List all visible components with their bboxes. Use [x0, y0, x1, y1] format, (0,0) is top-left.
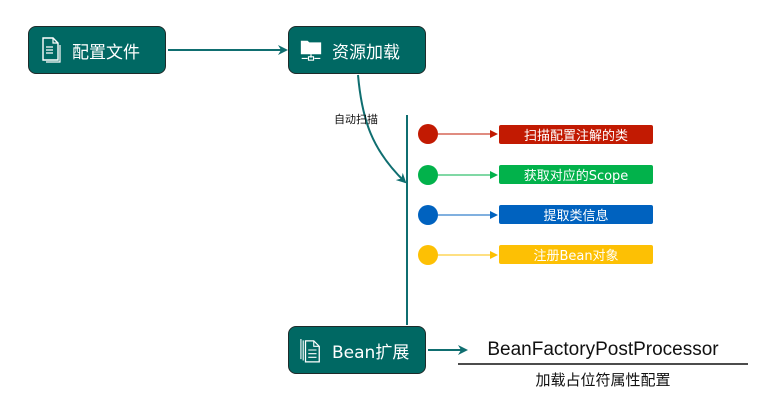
edge-auto-scan	[357, 74, 407, 184]
processor-title: BeanFactoryPostProcessor	[487, 339, 719, 360]
step-scan-annotated-classes: 扫描配置注解的类	[499, 125, 653, 144]
documents-icon	[300, 336, 322, 364]
step-dot	[418, 245, 438, 265]
node-bean-extension[interactable]: Bean扩展	[288, 326, 426, 374]
network-folder-icon	[300, 36, 322, 64]
edge-label-auto-scan: 自动扫描	[334, 113, 378, 126]
step-dot	[418, 205, 438, 225]
node-label: Bean扩展	[332, 342, 410, 363]
step-register-bean: 注册Bean对象	[499, 245, 653, 264]
step-extract-class-info: 提取类信息	[499, 205, 653, 224]
step-get-scope: 获取对应的Scope	[499, 165, 653, 184]
node-resource-loading[interactable]: 资源加载	[288, 26, 426, 74]
node-label: 配置文件	[72, 42, 140, 63]
processor-subtitle: 加载占位符属性配置	[535, 371, 671, 389]
step-dot	[418, 124, 438, 144]
node-label: 资源加载	[332, 42, 400, 63]
document-icon	[40, 36, 62, 64]
node-config-file[interactable]: 配置文件	[28, 26, 166, 74]
step-dot	[418, 165, 438, 185]
